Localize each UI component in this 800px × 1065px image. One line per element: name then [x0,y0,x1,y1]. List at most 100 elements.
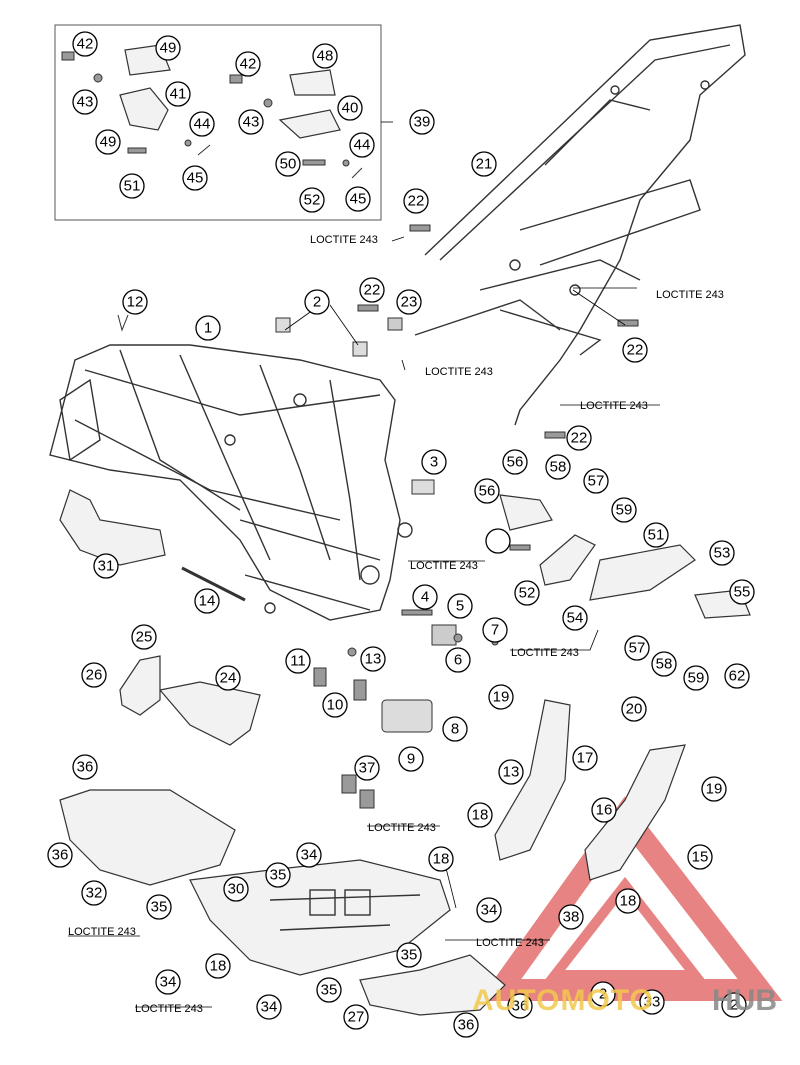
callout-label: 2 [730,997,738,1014]
frame-guard-drawing [59,489,166,566]
rear-subframe-drawing [414,24,746,426]
loctite-label: LOCTITE 243 [580,400,648,412]
footpeg-drawing [499,494,751,619]
loctite-label: LOCTITE 243 [656,289,724,301]
callout-label: 13 [503,764,520,781]
callout-label: 34 [160,974,177,991]
loctite-label: LOCTITE 243 [410,560,478,572]
callout: 31 [93,553,119,579]
callout-label: 32 [86,885,103,902]
watermark-text-part1: AUTOMOTO [472,984,654,1017]
callout: 17 [572,745,598,771]
callout: 35 [396,942,422,968]
callout-label: 6 [454,652,462,669]
loctite-label: LOCTITE 243 [511,647,579,659]
callout-label: 16 [596,802,613,819]
callout-label: 37 [359,760,376,777]
callout-label: 31 [98,558,115,575]
callout: 18 [205,953,231,979]
callout-label: 21 [476,156,493,173]
callout: 37 [354,755,380,781]
side-cover-drawing [119,655,261,746]
callout-label: 9 [407,751,415,768]
callout: 19 [488,684,514,710]
callout-label: 36 [512,998,529,1015]
callout: 44 [189,111,215,137]
callout-label: 59 [616,502,633,519]
callout-label: 2 [313,294,321,311]
callout: 3 [421,449,447,475]
callout-label: 4 [421,589,429,606]
callout-label: 22 [408,193,425,210]
callout-label: 51 [648,527,665,544]
callout: 57 [624,635,650,661]
callout: 25 [131,624,157,650]
callout-label: 10 [327,697,344,714]
callout-label: 45 [350,191,367,208]
hardware-drawing [117,224,639,809]
callout-label: 42 [77,36,94,53]
callout-label: 22 [571,430,588,447]
callout-label: 1 [204,320,212,337]
axle-bolt-drawing [181,566,246,602]
callout-label: 56 [507,454,524,471]
callout: 35 [146,894,172,920]
callout-label: 2 [599,986,607,1003]
callout-label: 56 [479,483,496,500]
callout-label: 8 [451,721,459,738]
loctite-labels: LOCTITE 243 LOCTITE 243 LOCTITE 243 LOCT… [68,234,724,1015]
callout: 35 [265,862,291,888]
callout: 13 [498,759,524,785]
watermark-text-part2: HUB [712,984,777,1017]
callout-label: 19 [706,781,723,798]
callout-label: 50 [280,156,297,173]
callout: 52 [514,580,540,606]
loctite-label: LOCTITE 243 [310,234,378,246]
callout: 53 [709,540,735,566]
callout-label: 18 [620,893,637,910]
callout: 27 [343,1004,369,1030]
callout: 1 [195,315,221,341]
callout: 4 [412,584,438,610]
lower-guard-drawing [359,954,506,1016]
callout-label: 27 [348,1009,365,1026]
callout: 49 [155,35,181,61]
callout-label: 7 [491,622,499,639]
callout: 32 [81,880,107,906]
inset-footrests-drawing [61,44,363,179]
callout-label: 57 [629,640,646,657]
callout: 43 [72,89,98,115]
callout-label: 58 [550,459,567,476]
callout: 22 [359,277,385,303]
callout: 9 [398,746,424,772]
callout: 22 [403,188,429,214]
callout: 56 [502,449,528,475]
callout: 26 [81,662,107,688]
callout: 36 [72,754,98,780]
callout-label: 43 [77,94,94,111]
callout-label: 58 [656,656,673,673]
callout: 15 [687,844,713,870]
callout-label: 41 [170,86,187,103]
callout: 2 [590,981,616,1007]
callout-label: 52 [304,192,321,209]
callout-label: 59 [688,670,705,687]
callout: 42 [72,31,98,57]
callout-label: 20 [626,701,643,718]
callout: 34 [296,842,322,868]
callout: 42 [235,51,261,77]
callout-label: 53 [714,545,731,562]
callout-label: 33 [644,994,661,1011]
callout-label: 51 [124,178,141,195]
loctite-label: LOCTITE 243 [135,1003,203,1015]
main-frame-drawing [49,344,413,621]
callout: 36 [507,993,533,1019]
callout-label: 38 [563,909,580,926]
callout: 41 [165,81,191,107]
callout-label: 14 [199,593,216,610]
loctite-label: LOCTITE 243 [476,937,544,949]
callout-label: 34 [301,847,318,864]
callout-label: 22 [627,342,644,359]
callout: 6 [445,647,471,673]
callout: 10 [322,692,348,718]
